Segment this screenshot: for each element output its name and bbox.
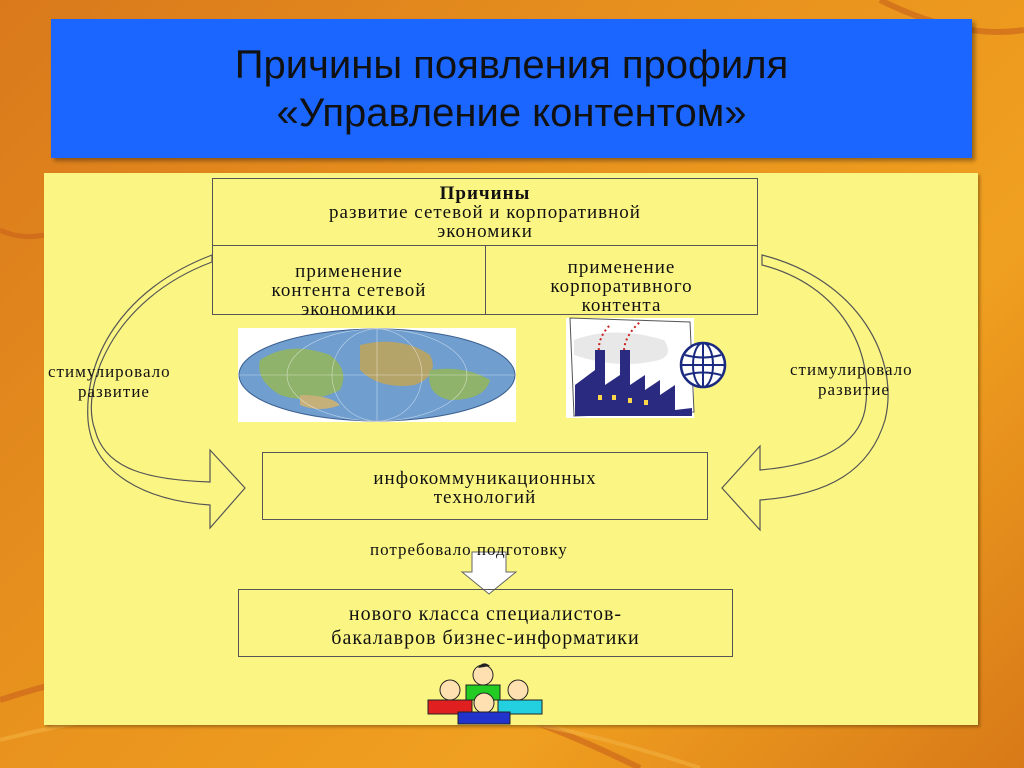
corporate-content-line-2: корпоративного <box>550 276 693 297</box>
reasons-box: Причины развитие сетевой и корпоративной… <box>212 178 758 246</box>
reasons-heading: Причины <box>439 183 531 204</box>
left-curved-arrow <box>87 254 246 530</box>
left-arrow-label-line-1: стимулировало <box>48 362 171 381</box>
right-arrow-label-line-1: стимулировало <box>790 360 913 379</box>
specialists-box: нового класса специалистов- бакалавров б… <box>238 589 733 657</box>
demand-label: потребовало подготовку <box>370 540 568 559</box>
people-group-icon <box>427 663 543 725</box>
factory-globe-icon <box>566 317 727 418</box>
corporate-content-box: применение корпоративного контента <box>485 245 758 315</box>
left-arrow-label: стимулировало развитие <box>48 362 171 402</box>
ict-line-2: технологий <box>433 487 537 508</box>
ict-line-1: инфокоммуникационных <box>373 468 597 489</box>
network-content-line-1: применение <box>295 261 403 282</box>
specialists-line-1: нового класса специалистов- <box>348 603 623 625</box>
corporate-content-line-3: контента <box>581 295 662 316</box>
title-line-1: Причины появления профиля <box>234 42 789 87</box>
title-banner: Причины появления профиля «Управление ко… <box>51 19 972 158</box>
reasons-line-1: развитие сетевой и корпоративной <box>329 202 641 223</box>
right-arrow-label: стимулировало развитие <box>790 360 913 400</box>
reasons-line-2: экономики <box>437 221 533 242</box>
title-line-2: «Управление контентом» <box>276 90 747 135</box>
network-content-line-3: экономики <box>301 299 397 320</box>
specialists-line-2: бакалавров бизнес-информатики <box>331 627 640 649</box>
world-map-icon <box>238 328 516 422</box>
right-arrow-label-line-2: развитие <box>818 380 890 399</box>
down-arrow <box>460 551 518 595</box>
network-content-box: применение контента сетевой экономики <box>212 245 486 319</box>
corporate-content-line-1: применение <box>567 257 676 278</box>
right-curved-arrow <box>721 254 889 532</box>
slide-title: Причины появления профиля «Управление ко… <box>235 41 789 137</box>
ict-box: инфокоммуникационных технологий <box>262 452 708 520</box>
network-content-line-2: контента сетевой <box>271 280 427 301</box>
left-arrow-label-line-2: развитие <box>78 382 150 401</box>
